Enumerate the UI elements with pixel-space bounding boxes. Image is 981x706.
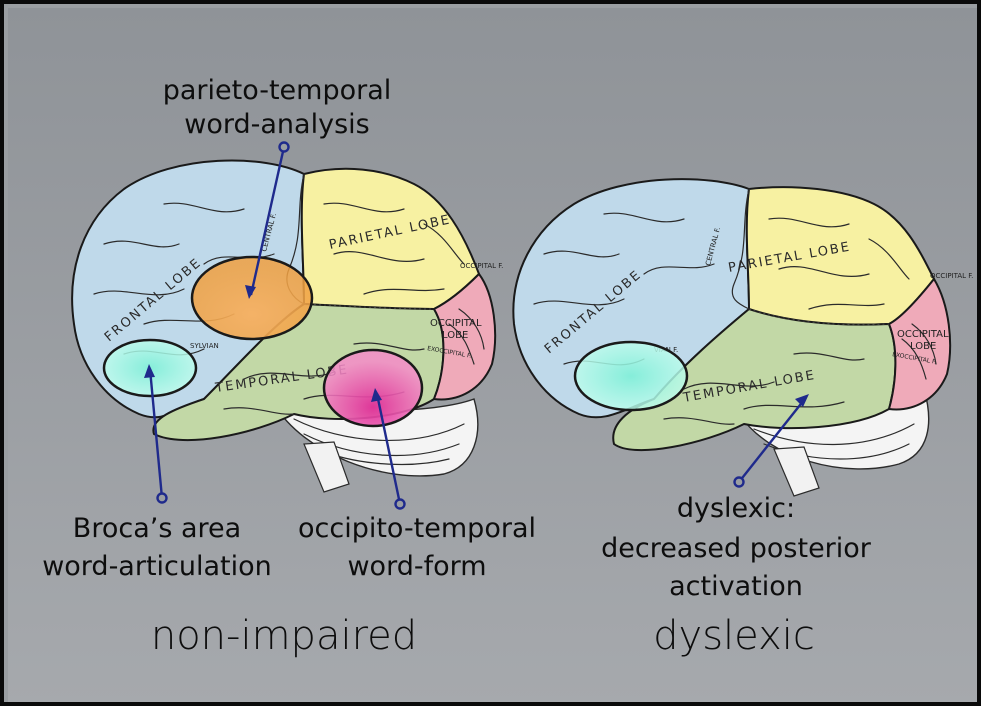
- left-occipital-label-2: LOBE: [442, 330, 468, 341]
- broca-region-dyslexic: [575, 342, 687, 410]
- right-occipital-label-1: OCCIPITAL: [897, 329, 949, 340]
- panel-title-non-impaired: non-impaired: [151, 613, 417, 659]
- parieto-temporal-label-2: word-analysis: [184, 109, 369, 140]
- panel-title-dyslexic: dyslexic: [653, 613, 815, 659]
- occipito-temporal-label-1: occipito-temporal: [298, 513, 536, 544]
- dyslexic-note-label-2: decreased posterior: [601, 533, 872, 564]
- left-sylvian-label: SYLVIAN: [190, 342, 219, 350]
- parieto-temporal-region: [192, 257, 312, 339]
- occipito-temporal-label-2: word-form: [347, 551, 486, 582]
- broca-label-1: Broca’s area: [73, 513, 241, 544]
- left-occipital-label-1: OCCIPITAL: [430, 318, 482, 329]
- broca-label-2: word-articulation: [42, 551, 272, 582]
- right-occipital-label-2: LOBE: [910, 341, 936, 352]
- right-occipital-f-label: OCCIPITAL F.: [930, 272, 973, 280]
- dyslexic-note-label-3: activation: [669, 571, 803, 602]
- brain-diagram: FRONTAL LOBE PARIETAL LOBE TEMPORAL LOBE…: [4, 4, 981, 706]
- dyslexic-note-label-1: dyslexic:: [677, 493, 795, 524]
- parieto-temporal-label-1: parieto-temporal: [163, 75, 392, 106]
- left-occipital-f-label: OCCIPITAL F.: [460, 262, 503, 270]
- occipito-temporal-region: [324, 350, 422, 426]
